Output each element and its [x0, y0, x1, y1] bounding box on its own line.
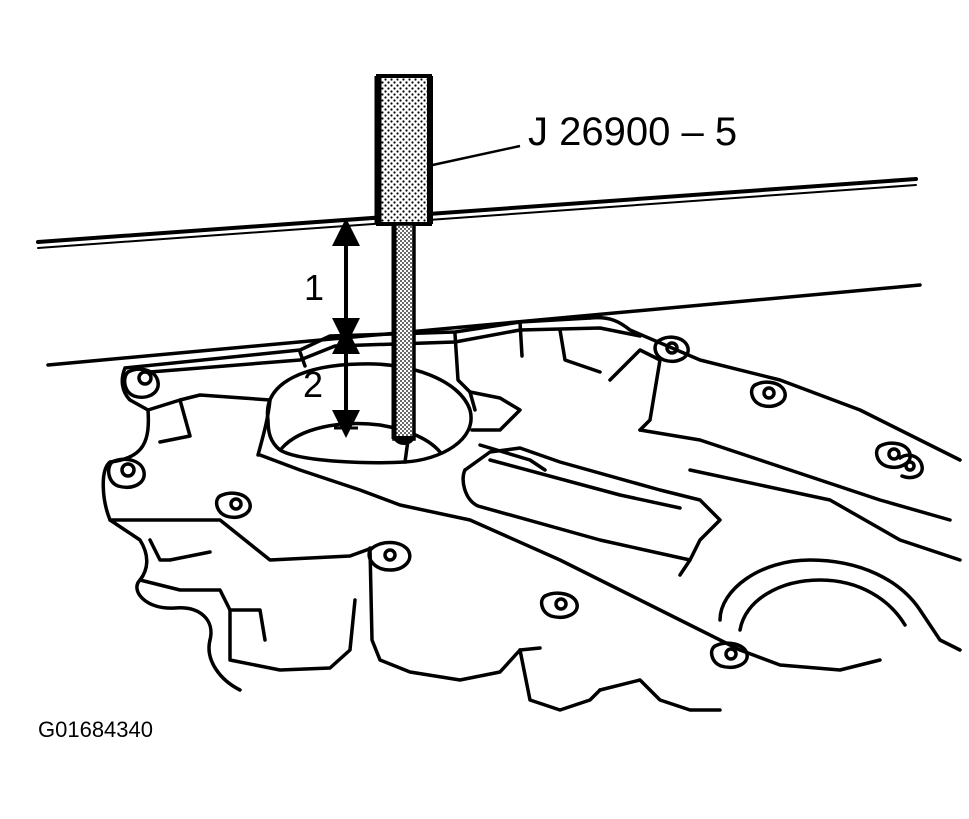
dimension-1-label: 1 [304, 267, 324, 308]
figure-id: G01684340 [38, 717, 153, 742]
callout-tool-label: J 26900 – 5 [528, 110, 737, 154]
dimension-arrows [332, 218, 360, 438]
gauge-body [376, 74, 432, 226]
dimension-2-label: 2 [303, 364, 323, 405]
depth-gauge-tool [374, 74, 433, 445]
transmission-case [101, 315, 962, 712]
straightedge [36, 177, 922, 367]
gauge-probe [392, 222, 416, 441]
callout-leader [427, 144, 521, 168]
